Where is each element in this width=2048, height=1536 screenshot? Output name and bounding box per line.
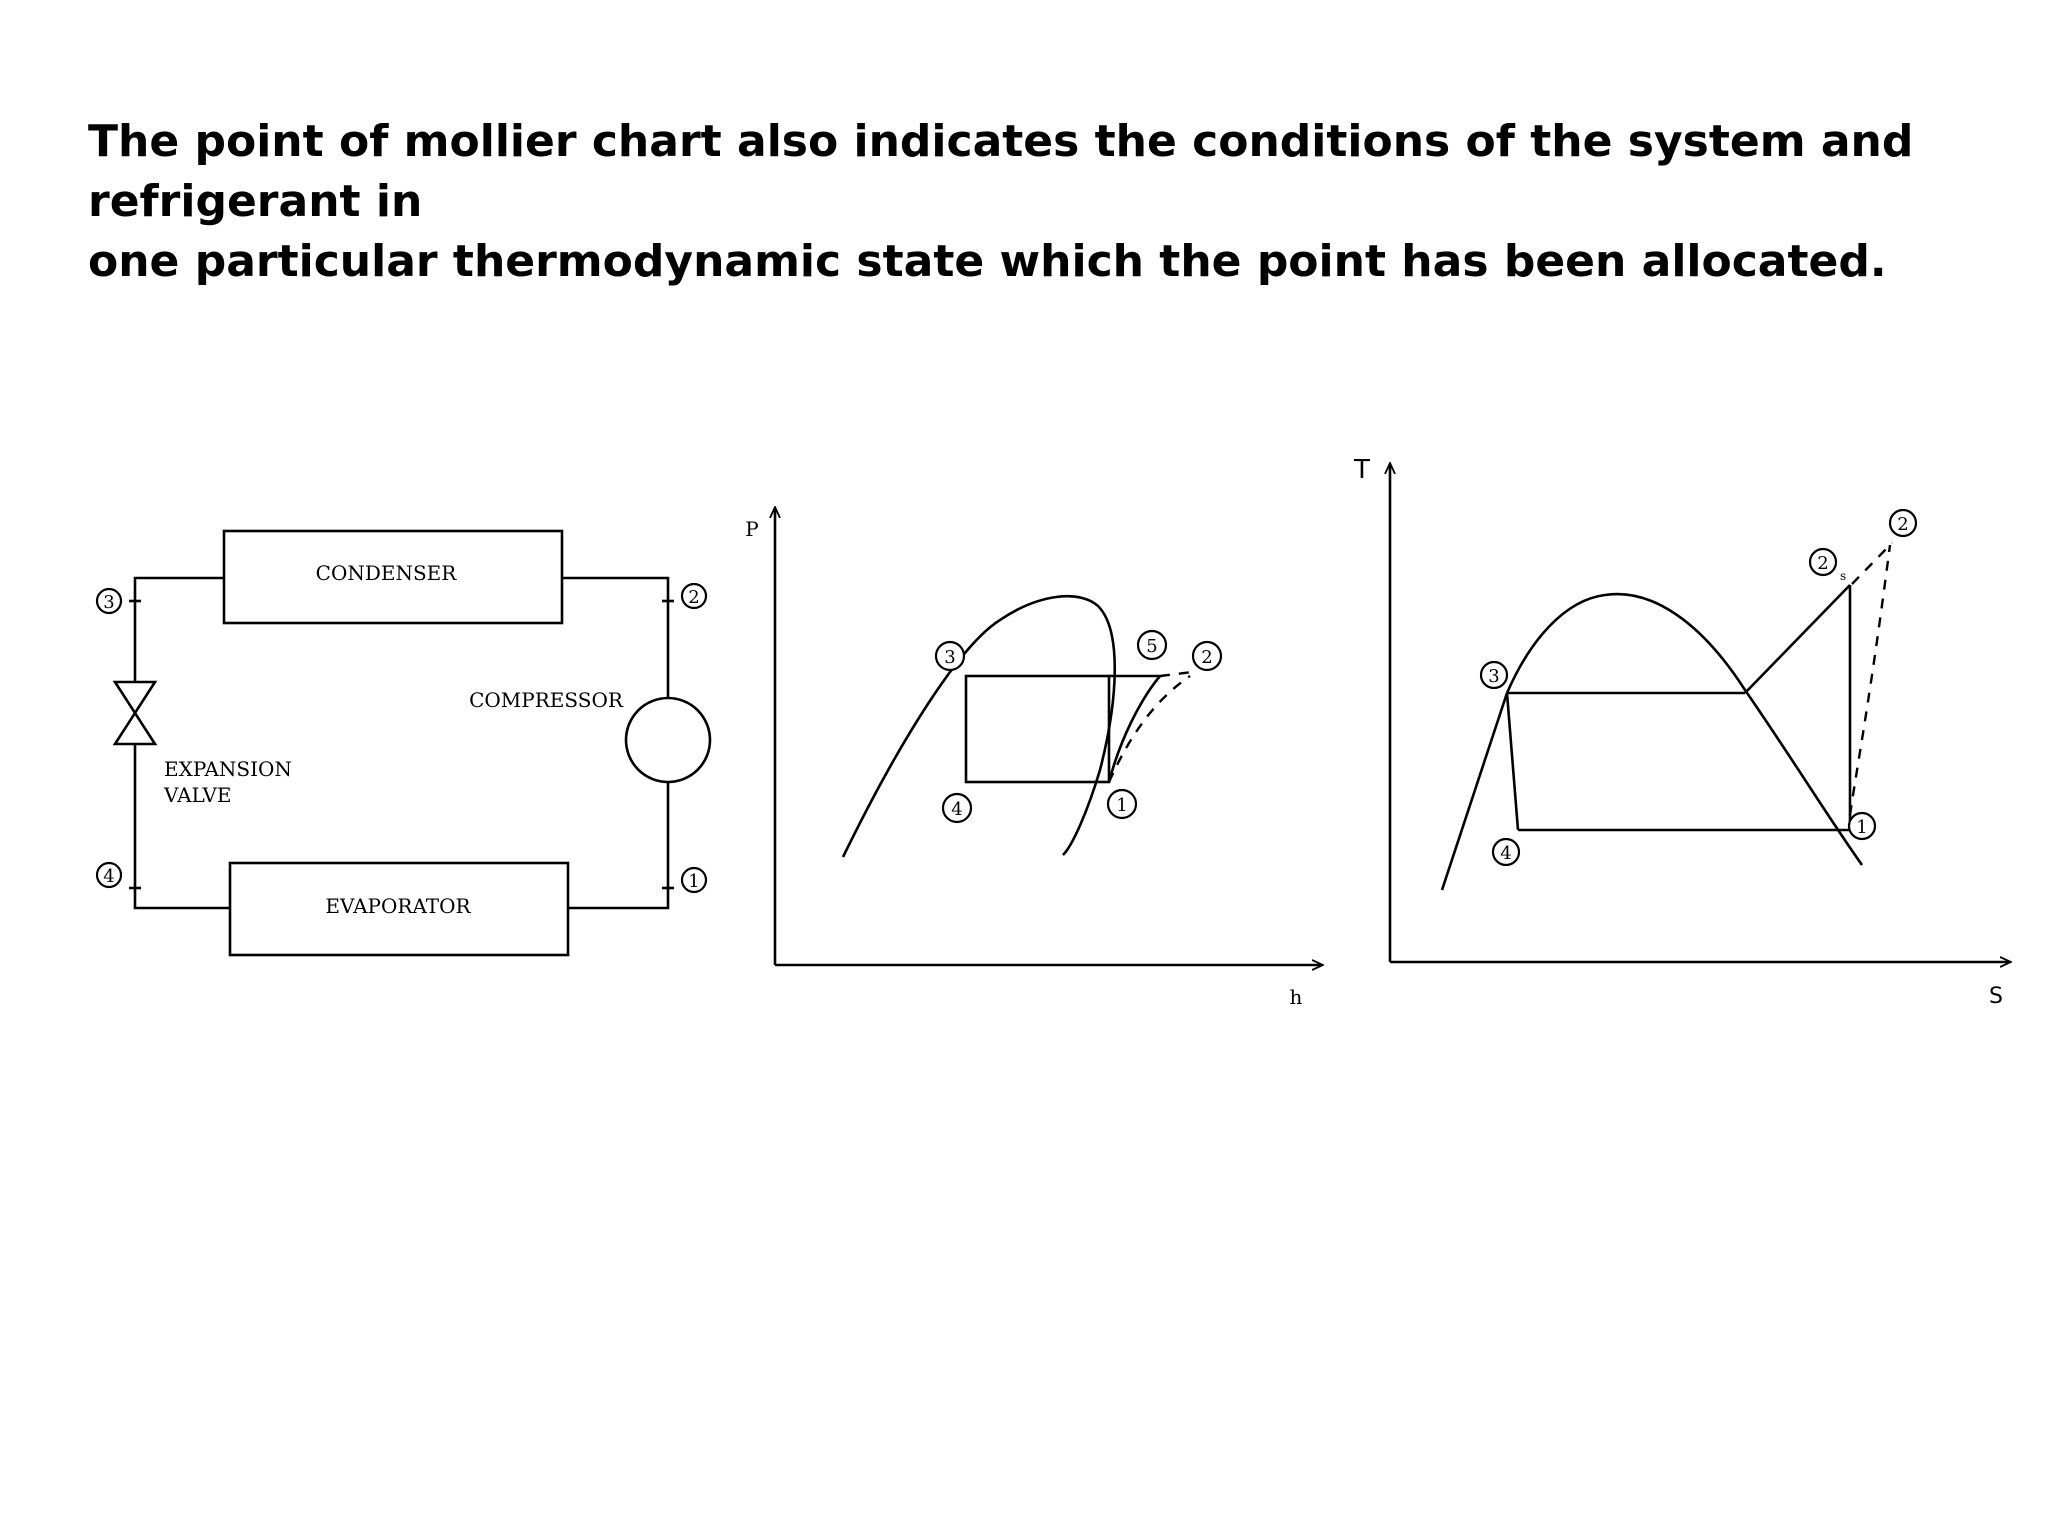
svg-text:4: 4 [1500,843,1511,864]
ts-point-3: 3 [1479,660,1509,690]
ts-discharge-dashed [1851,542,1893,585]
ph-point-4: 4 [941,792,973,824]
heading-line-2: one particular thermodynamic state which… [88,236,1887,287]
ph-discharge-dashed [1159,670,1193,678]
refrigeration-cycle-diagram: CONDENSER EVAPORATOR COMPRESSOR EXPANSIO… [95,529,712,957]
ts-desuperheat-line [1744,584,1851,694]
ts-point-2: 2 [1888,508,1918,538]
ph-saturation-dome [841,595,1117,858]
svg-text:1: 1 [688,871,699,892]
condenser-label: CONDENSER [316,561,458,585]
ts-point-2s: 2 s [1808,547,1846,583]
svg-text:2: 2 [688,587,699,608]
svg-text:4: 4 [951,799,962,820]
ts-saturation-dome [1505,592,1864,866]
ph-actual-compression-dashed [1107,675,1191,783]
svg-text:1: 1 [1856,817,1867,838]
cycle-point-1: 1 [680,866,708,894]
expansion-valve-symbol [112,680,158,746]
ph-point-5: 5 [1136,629,1168,661]
ts-diagram: T S 2 2 s 3 4 1 [1353,455,2010,1009]
expansion-valve-label-2: VALVE [163,783,231,807]
ph-x-label: h [1290,985,1303,1009]
compressor-circle [624,696,712,784]
svg-text:5: 5 [1146,636,1157,657]
heading-line-1: The point of mollier chart also indicate… [88,116,1914,227]
ts-subscript-s: s [1840,569,1846,583]
ts-actual-compression-dashed [1848,544,1892,816]
cycle-point-2: 2 [680,582,708,610]
ts-expansion-line [1505,692,1520,831]
svg-text:2: 2 [1897,514,1908,535]
ph-point-2: 2 [1191,640,1223,672]
svg-text:3: 3 [944,647,955,668]
pipe-compressor-to-evaporator [568,782,670,910]
ts-point-4: 4 [1491,837,1521,867]
svg-text:2: 2 [1817,553,1828,574]
pipe-condenser-to-valve [133,576,224,682]
evaporator-label: EVAPORATOR [325,894,471,918]
ph-point-1: 1 [1106,788,1138,820]
pipe-valve-to-evaporator [133,744,230,910]
ts-y-label: T [1353,455,1370,485]
ph-cycle-rectangle [964,674,1111,784]
ts-subcooled-liquid-line [1440,692,1509,891]
pipe-condenser-to-compressor [562,576,670,698]
expansion-valve-label-1: EXPANSION [164,757,292,781]
ts-point-1: 1 [1847,811,1877,841]
svg-text:3: 3 [1488,666,1499,687]
cycle-point-4: 4 [95,861,123,889]
slide-heading: The point of mollier chart also indicate… [88,112,2008,292]
ts-x-label: S [1989,984,2003,1009]
cycle-point-3: 3 [95,587,123,615]
ph-y-label: P [745,517,758,541]
ph-compression-line [1107,675,1161,783]
svg-text:1: 1 [1116,795,1127,816]
svg-text:3: 3 [103,592,114,613]
svg-text:4: 4 [103,866,114,887]
ph-point-3: 3 [934,640,966,672]
svg-text:2: 2 [1201,647,1212,668]
ph-diagram: P h 3 5 2 4 1 [745,508,1322,1009]
compressor-label: COMPRESSOR [469,688,624,712]
